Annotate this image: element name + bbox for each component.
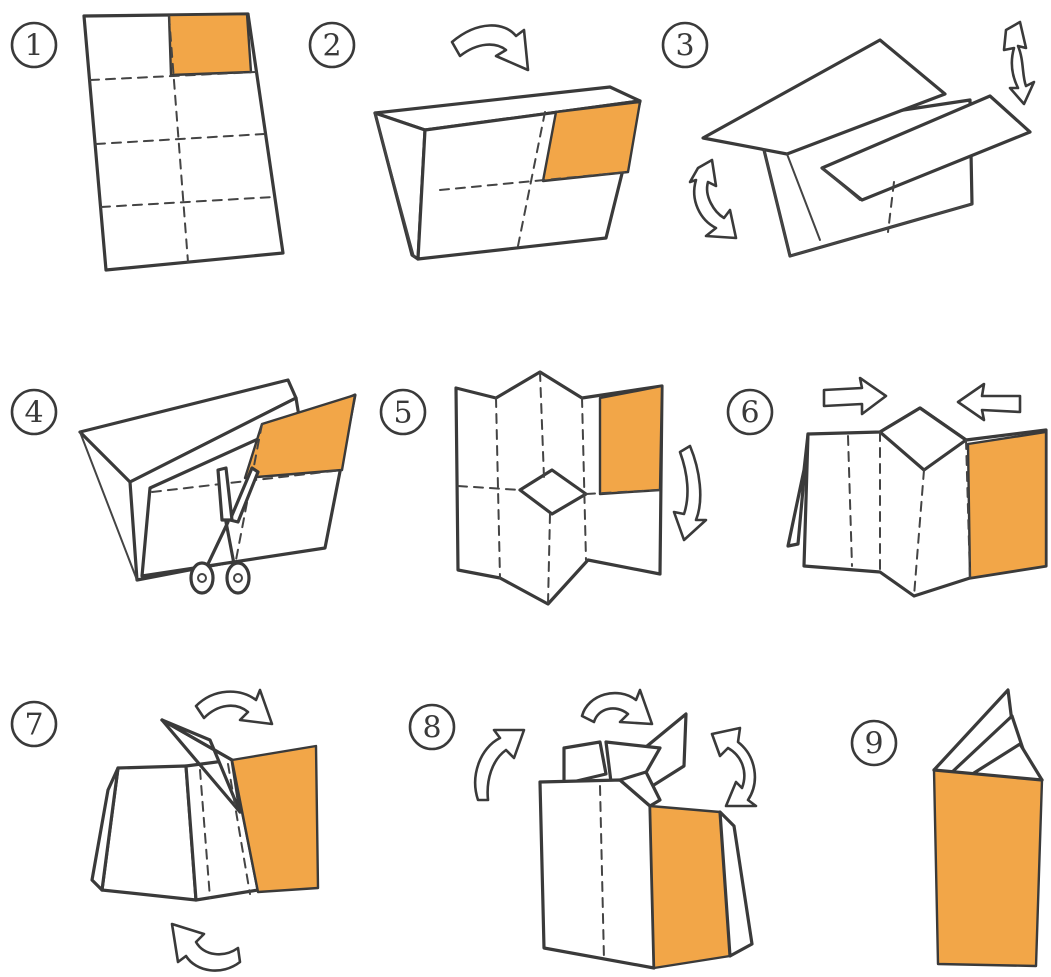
step-8-badge: 8 — [410, 705, 454, 749]
curved-arrow-icon — [172, 924, 240, 971]
step-1: 1 — [12, 14, 283, 270]
step-number: 8 — [422, 711, 441, 746]
curved-arrow-icon — [1004, 22, 1034, 104]
step-6-badge: 6 — [728, 390, 772, 434]
step-number: 1 — [24, 29, 43, 64]
step-2-badge: 2 — [310, 23, 354, 67]
highlighted-panel — [543, 102, 640, 181]
curved-arrow-icon — [475, 730, 524, 800]
step-number: 6 — [740, 396, 759, 431]
step-number: 2 — [322, 29, 341, 64]
curved-arrow-icon — [712, 728, 756, 806]
pushing-paper-inward — [788, 408, 1046, 596]
step-8: 8 — [410, 690, 756, 968]
tent-fold-paper — [703, 40, 1030, 256]
step-1-badge: 1 — [12, 23, 56, 67]
step-5-badge: 5 — [381, 390, 425, 434]
finished-booklet — [934, 690, 1042, 966]
curved-arrow-icon — [674, 446, 706, 540]
curved-arrow-icon — [196, 690, 272, 724]
step-number: 5 — [393, 396, 412, 431]
step-4: 4 — [12, 380, 355, 593]
flat-paper-sheet — [84, 14, 283, 270]
curved-arrow-icon — [452, 25, 528, 70]
step-3: 3 — [663, 22, 1034, 256]
step-5: 5 — [381, 372, 706, 604]
step-number: 4 — [24, 396, 43, 431]
step-2: 2 — [310, 23, 640, 259]
push-arrow-icon — [958, 384, 1020, 420]
step-9: 9 — [852, 690, 1042, 966]
step-number: 7 — [24, 708, 43, 743]
highlighted-panel — [600, 386, 662, 494]
highlighted-panel — [968, 432, 1046, 578]
step-4-badge: 4 — [12, 390, 56, 434]
curved-arrow-icon — [690, 160, 736, 238]
step-7: 7 — [12, 690, 318, 971]
opened-paper-with-slit — [456, 372, 662, 604]
step-6: 6 — [728, 378, 1046, 596]
highlighted-panel — [650, 806, 730, 968]
step-number: 3 — [675, 29, 694, 64]
step-number: 9 — [864, 727, 883, 762]
half-folded-paper — [375, 87, 640, 259]
step-3-badge: 3 — [663, 23, 707, 67]
book-cover — [934, 770, 1042, 966]
push-arrow-icon — [824, 378, 886, 414]
highlighted-panel — [169, 14, 251, 75]
curved-arrow-icon — [582, 690, 652, 724]
step-7-badge: 7 — [12, 702, 56, 746]
step-9-badge: 9 — [852, 721, 896, 765]
partially-folded-booklet — [92, 720, 318, 900]
